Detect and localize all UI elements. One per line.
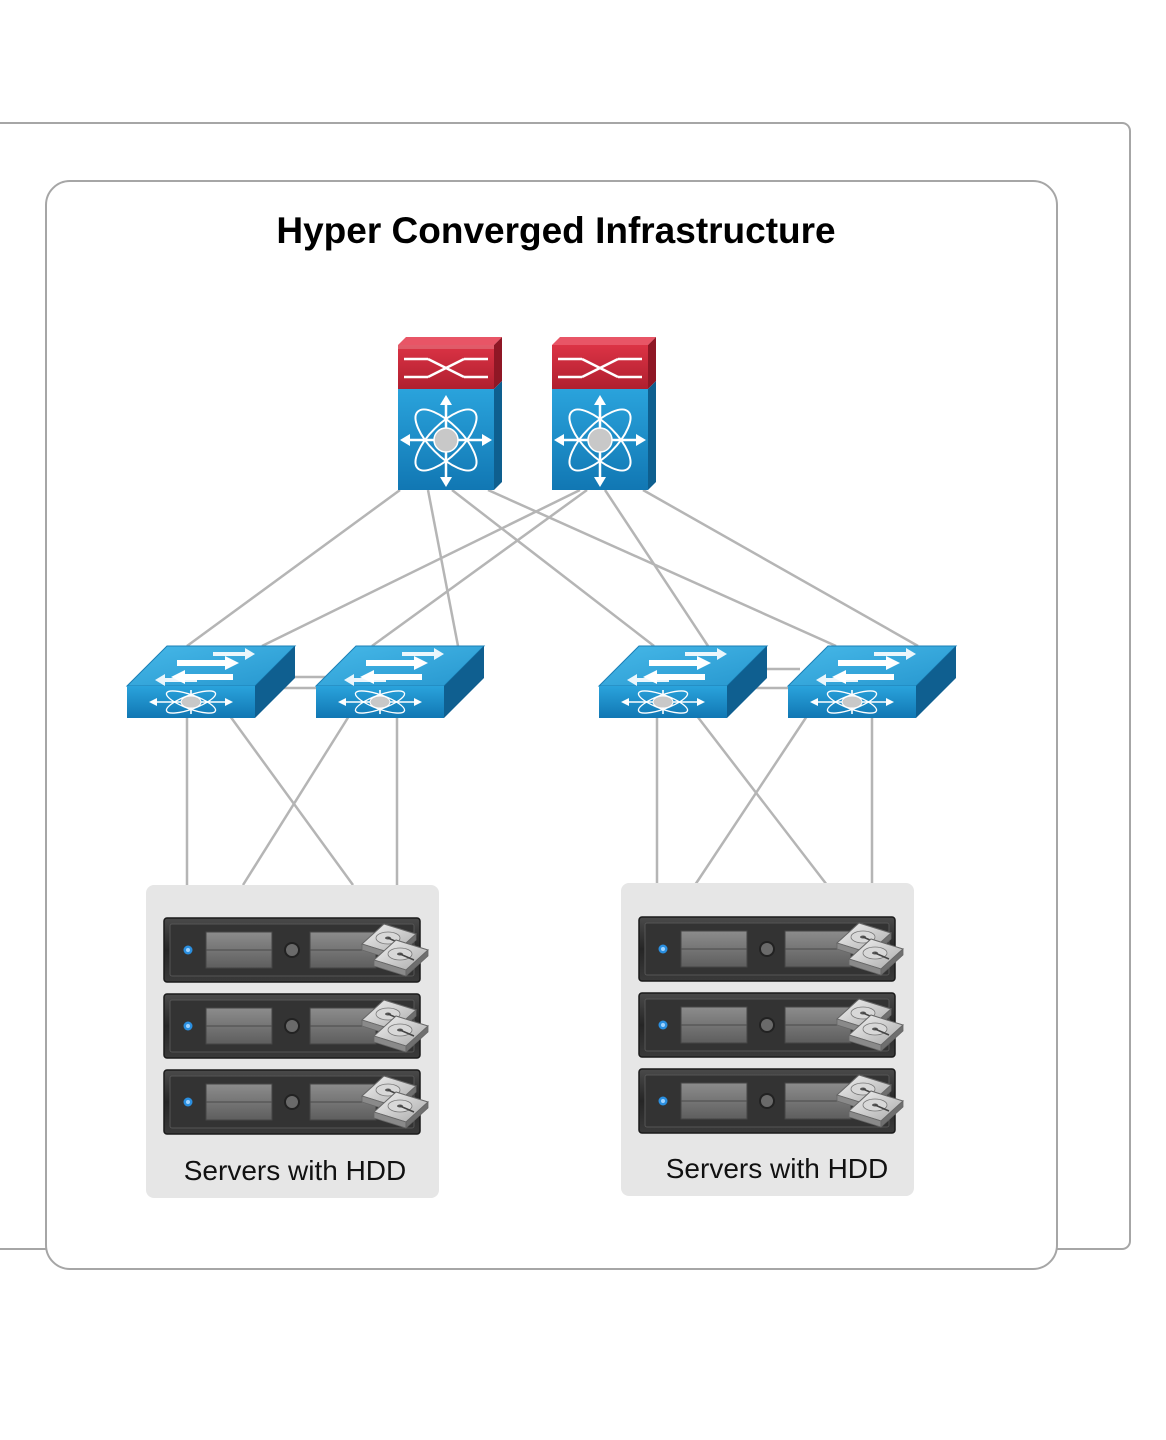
link-access4-server-a — [693, 715, 809, 886]
diagram-title: Hyper Converged Infrastructure — [276, 210, 835, 251]
access-switch-1 — [125, 645, 297, 718]
server-group-left: Servers with HDD — [146, 885, 439, 1198]
link-core1-access1 — [186, 488, 401, 648]
layer3-switch-icon — [125, 645, 297, 718]
rack-server-with-hdd-icon — [163, 917, 429, 983]
link-core1-access2 — [426, 489, 460, 647]
server-stack-right — [638, 916, 904, 1134]
server-group-right-label: Servers with HDD — [666, 1153, 888, 1184]
access-switch-4 — [786, 645, 958, 718]
server-group-right: Servers with HDD — [621, 883, 914, 1196]
layer3-switch-icon — [597, 645, 769, 718]
link-core2-access3 — [603, 489, 710, 647]
link-access3-server-b — [696, 715, 828, 886]
server-group-left-label: Servers with HDD — [184, 1155, 406, 1186]
core-switch-1 — [398, 337, 502, 490]
rack-server-with-hdd-icon — [163, 993, 429, 1059]
link-core2-access4 — [642, 488, 919, 648]
rack-server-with-hdd-icon — [638, 1068, 904, 1134]
layer3-switch-icon — [314, 645, 486, 718]
core-switch-2 — [552, 337, 656, 490]
access-switch-2 — [314, 645, 486, 718]
nexus-core-switch-icon — [552, 337, 656, 490]
rack-server-with-hdd-icon — [638, 992, 904, 1058]
access-switch-3 — [597, 645, 769, 718]
link-access1-server-b — [228, 715, 355, 886]
layer3-switch-icon — [786, 645, 958, 718]
link-core2-access2 — [371, 488, 588, 648]
server-stack-left — [163, 917, 429, 1135]
link-core1-access4 — [487, 488, 837, 648]
link-core2-access1 — [261, 488, 581, 648]
nexus-core-switch-icon — [398, 337, 502, 490]
rack-server-with-hdd-icon — [163, 1069, 429, 1135]
access-switches — [125, 645, 958, 718]
rack-server-with-hdd-icon — [638, 916, 904, 982]
link-access2-server-a — [241, 715, 351, 886]
link-core1-access3 — [451, 489, 655, 647]
